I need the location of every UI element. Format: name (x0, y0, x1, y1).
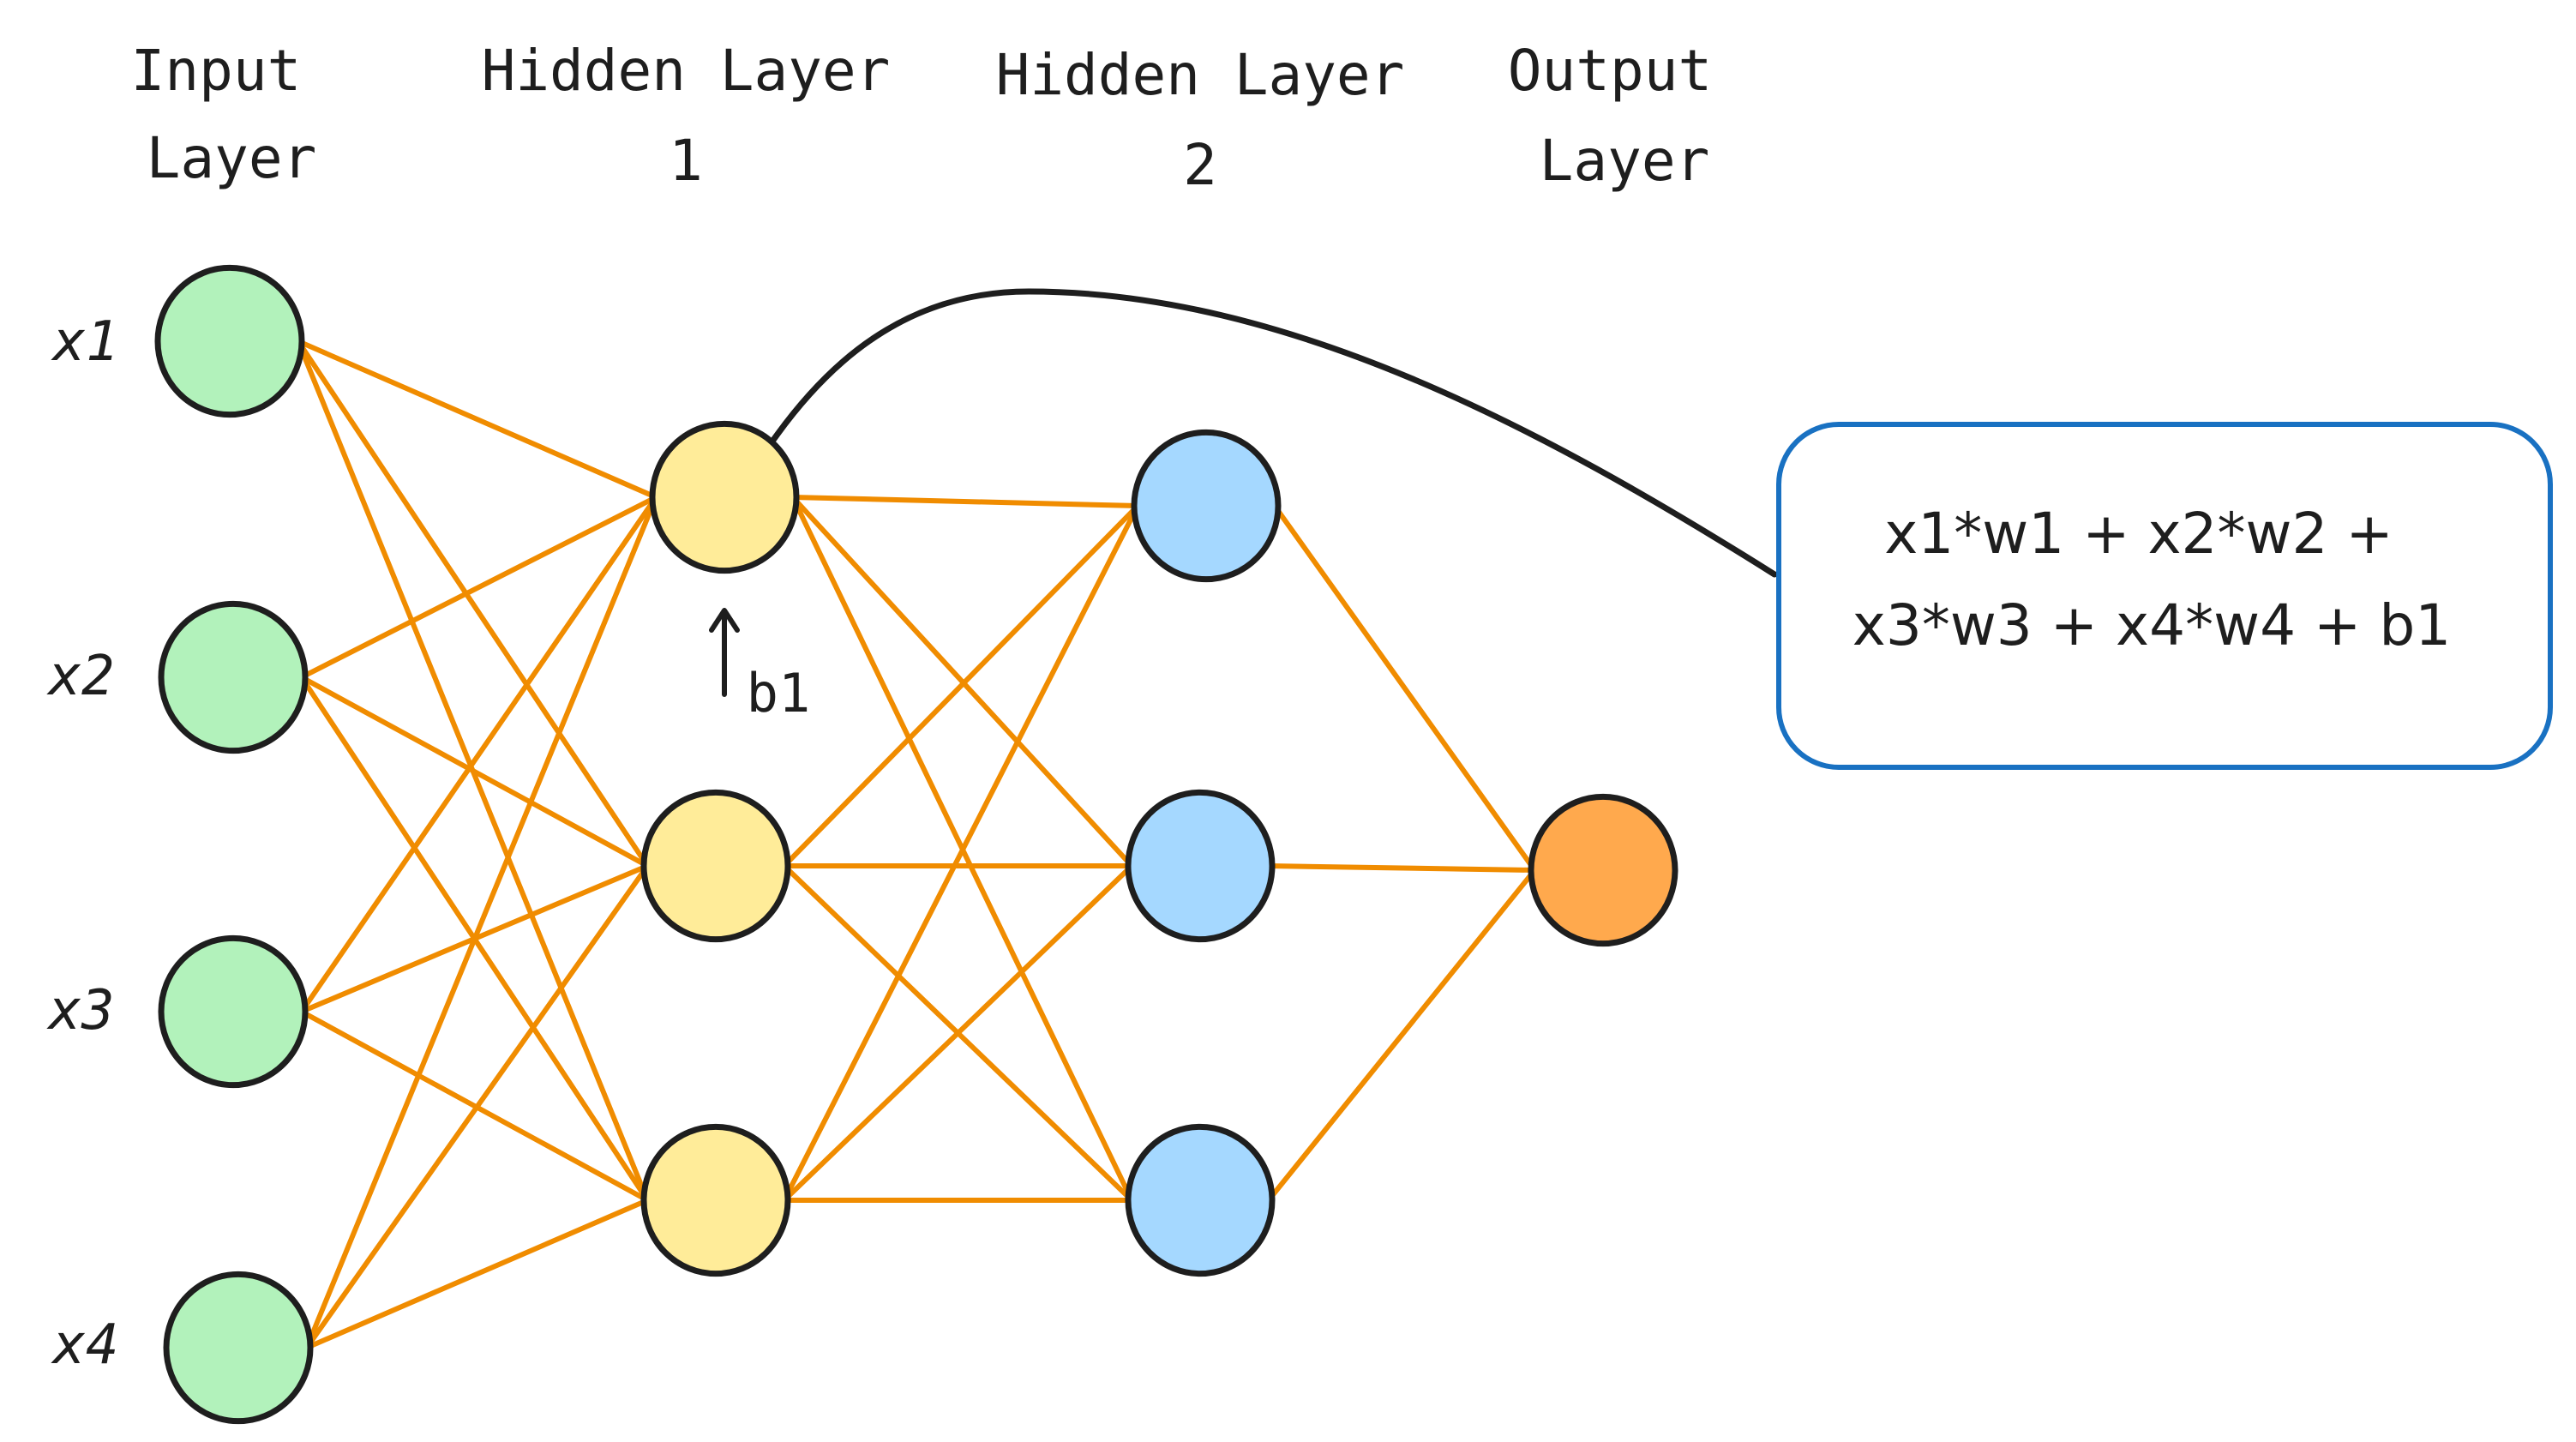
edge-hidden1-3-to-hidden2-2 (781, 863, 1135, 1203)
formula-box: x1*w1 + x2*w2 + x3*w3 + x4*w4 + b1 (1776, 422, 2553, 770)
edge-hidden2-1-to-output-1 (1271, 503, 1538, 873)
neuron-nodes (154, 264, 1678, 1425)
node-input-3 (158, 934, 309, 1089)
node-hidden2-2 (1125, 789, 1276, 943)
node-hidden2-1 (1131, 429, 1282, 583)
input-layer-title-line1: Input (131, 38, 302, 104)
hidden-layer-1-title-line2: 1 (669, 128, 703, 194)
input-label-x4: x4 (50, 1313, 118, 1377)
edge-input-4-to-hidden1-3 (303, 1198, 651, 1350)
formula-line-1: x1*w1 + x2*w2 + (1884, 501, 2393, 567)
edge-input-2-to-hidden1-2 (298, 675, 651, 868)
formula-line-2: x3*w3 + x4*w4 + b1 (1852, 592, 2451, 658)
input-label-x2: x2 (45, 645, 114, 708)
node-hidden1-3 (640, 1123, 791, 1277)
node-hidden1-1 (649, 420, 800, 574)
node-input-1 (154, 264, 305, 418)
input-label-x1: x1 (50, 310, 118, 374)
input-labels: x1 x2 x3 x4 (45, 310, 118, 1377)
hidden-layer-2-title-line2: 2 (1183, 132, 1217, 198)
edge-input-4-to-hidden1-2 (303, 863, 651, 1350)
node-input-2 (158, 600, 309, 754)
edge-input-3-to-hidden1-1 (298, 495, 659, 1014)
edge-hidden2-3-to-output-1 (1265, 868, 1538, 1203)
node-hidden1-2 (640, 789, 791, 943)
input-layer-title-line2: Layer (147, 125, 317, 191)
output-layer-title-line1: Output (1508, 38, 1712, 104)
hidden-layer-1-title-line1: Hidden Layer (482, 38, 891, 104)
edge-hidden1-2-to-hidden2-1 (781, 503, 1141, 868)
node-input-4 (163, 1271, 314, 1425)
bias-arrow (709, 608, 740, 697)
edge-input-1-to-hidden1-1 (295, 339, 659, 500)
output-layer-title-line2: Layer (1540, 128, 1710, 194)
edge-input-3-to-hidden1-3 (298, 1009, 651, 1203)
connection-edges (295, 339, 1538, 1350)
bias-label: b1 (747, 662, 811, 724)
edge-hidden1-3-to-hidden2-1 (781, 503, 1141, 1203)
layer-titles: Input Layer Hidden Layer 1 Hidden Layer … (131, 38, 1713, 198)
edge-input-1-to-hidden1-2 (295, 339, 651, 868)
edge-input-2-to-hidden1-1 (298, 495, 659, 680)
edge-hidden1-1-to-hidden2-1 (790, 495, 1141, 508)
hidden-layer-2-title-line1: Hidden Layer (996, 42, 1405, 108)
input-label-x3: x3 (45, 979, 114, 1042)
edge-input-4-to-hidden1-1 (303, 495, 659, 1350)
edge-hidden2-2-to-output-1 (1265, 863, 1538, 873)
node-output-1 (1528, 793, 1678, 947)
node-hidden2-3 (1125, 1123, 1276, 1277)
